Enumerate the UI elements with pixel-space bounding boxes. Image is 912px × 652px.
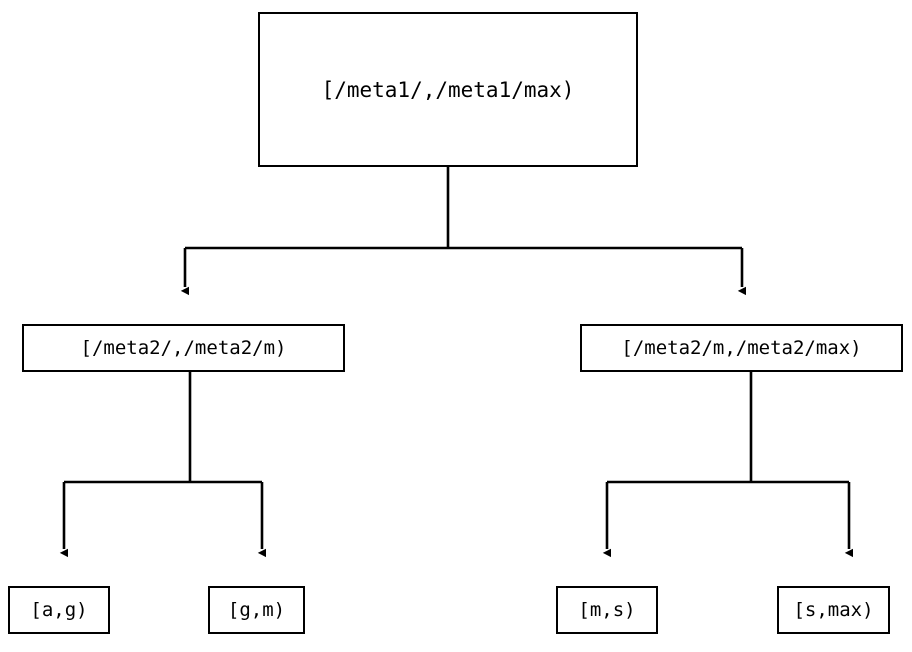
node-mid-right-label: [/meta2/m,/meta2/max)	[621, 337, 862, 359]
node-mid-left: [/meta2/,/meta2/m)	[22, 324, 345, 372]
node-mid-right: [/meta2/m,/meta2/max)	[580, 324, 903, 372]
node-leaf-m-s: [m,s)	[556, 586, 658, 634]
node-leaf-s-max-label: [s,max)	[793, 599, 874, 621]
node-leaf-g-m: [g,m)	[208, 586, 305, 634]
node-mid-left-label: [/meta2/,/meta2/m)	[80, 337, 287, 359]
node-root: [/meta1/,/meta1/max)	[258, 12, 638, 167]
node-root-label: [/meta1/,/meta1/max)	[321, 77, 575, 102]
node-leaf-a-g-label: [a,g)	[30, 599, 88, 621]
node-leaf-m-s-label: [m,s)	[578, 599, 636, 621]
node-leaf-g-m-label: [g,m)	[227, 599, 286, 621]
node-leaf-a-g: [a,g)	[8, 586, 110, 634]
node-leaf-s-max: [s,max)	[777, 586, 890, 634]
